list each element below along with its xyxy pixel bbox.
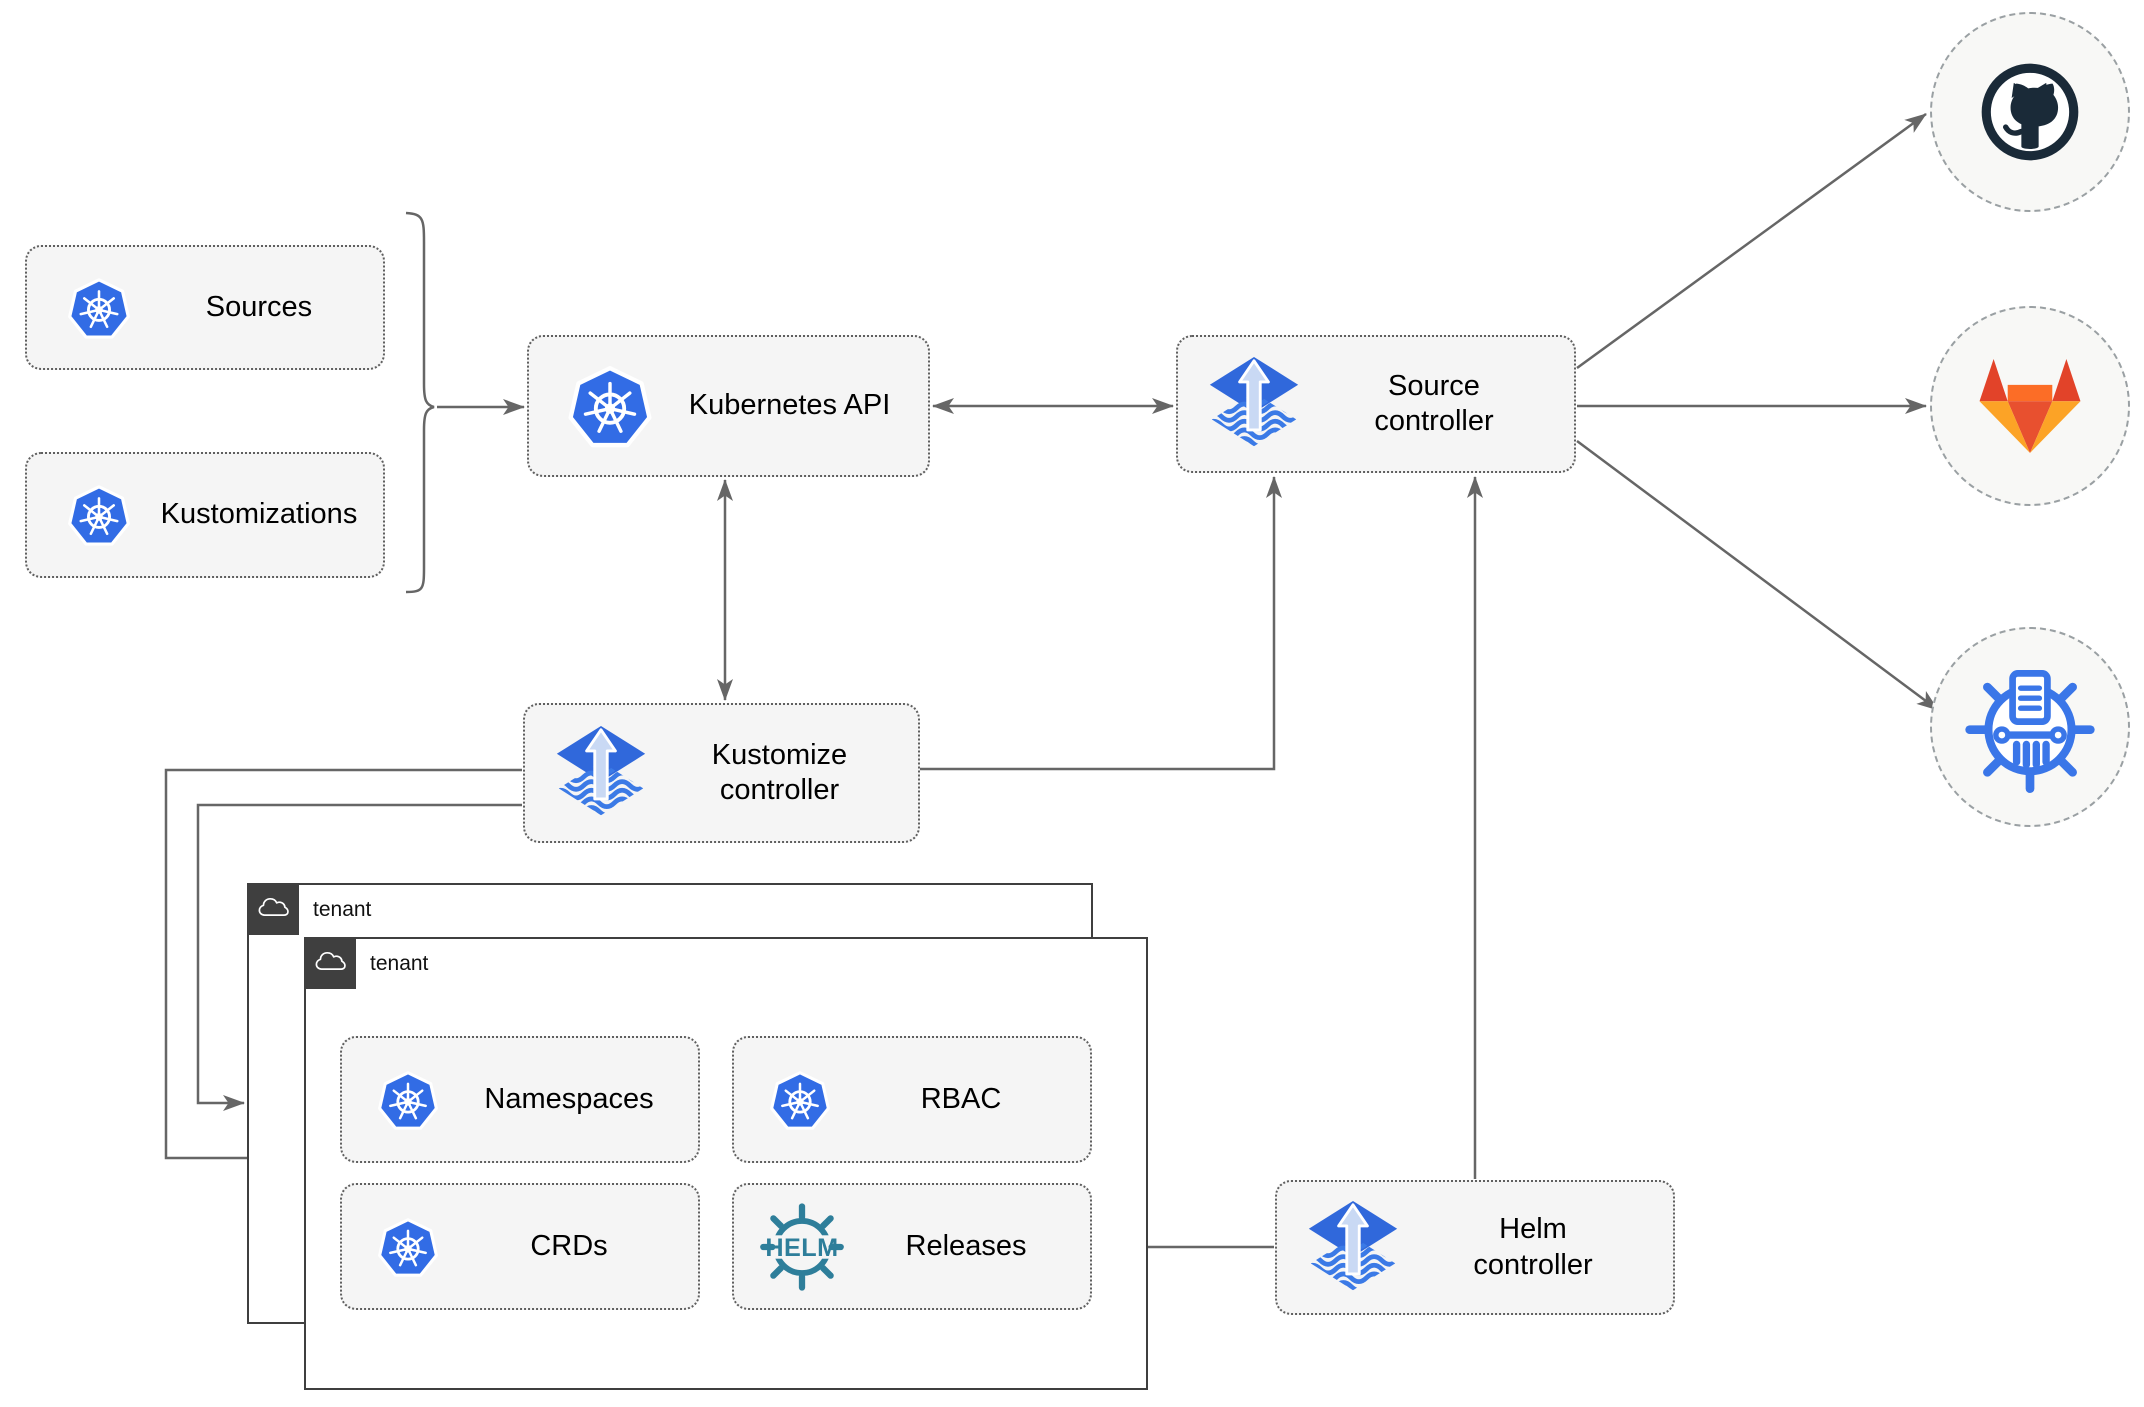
brace-sources-kustomizations	[405, 211, 435, 594]
arrow-kustomize-controller-to-tenant-back	[196, 803, 522, 1111]
kubernetes-icon	[27, 276, 149, 340]
releases-label: Releases	[905, 1229, 1027, 1262]
source-controller-node[interactable]: Source controller	[1176, 335, 1576, 473]
arrow-source-controller-to-github	[1576, 112, 1927, 370]
kustomize-controller-node[interactable]: Kustomize controller	[523, 703, 920, 843]
gitlab-endpoint[interactable]	[1930, 306, 2130, 506]
chart-repository-endpoint[interactable]	[1930, 627, 2130, 827]
kubernetes-api-label: Kubernetes API	[688, 389, 891, 422]
github-icon	[1976, 58, 2084, 166]
kubernetes-icon	[27, 483, 149, 547]
github-endpoint[interactable]	[1930, 12, 2130, 212]
sources-node[interactable]: Sources	[25, 245, 385, 370]
rbac-node[interactable]: RBAC	[732, 1036, 1092, 1163]
namespaces-node[interactable]: Namespaces	[340, 1036, 700, 1163]
kustomizations-node[interactable]: Kustomizations	[25, 452, 385, 578]
tenant-header	[246, 882, 299, 935]
flux-icon	[525, 719, 655, 827]
kubernetes-icon	[342, 1216, 454, 1278]
namespaces-label: Namespaces	[484, 1082, 654, 1115]
kustomizations-label: Kustomizations	[160, 498, 358, 531]
arrow-source-controller-to-chart-repository	[1576, 439, 1939, 712]
flux-icon	[1277, 1194, 1407, 1302]
flux-icon	[1178, 350, 1308, 458]
cloud-icon	[313, 946, 347, 980]
gitlab-icon	[1971, 352, 2089, 460]
kubernetes-icon	[342, 1069, 454, 1131]
tenant-group-front: tenant	[303, 936, 1148, 1390]
cloud-icon	[256, 892, 290, 926]
arrow-kustomize-controller-to-source-controller	[920, 476, 1282, 771]
tenant-label: tenant	[370, 952, 429, 975]
sources-label: Sources	[205, 290, 313, 323]
tenant-header	[303, 936, 356, 989]
kubernetes-icon	[529, 363, 665, 449]
crds-label: CRDs	[530, 1229, 608, 1262]
helm-icon	[734, 1202, 856, 1292]
rbac-label: RBAC	[920, 1082, 1002, 1115]
crds-node[interactable]: CRDs	[340, 1183, 700, 1310]
kustomize-controller-label: Kustomize controller	[711, 738, 848, 806]
kubernetes-api-node[interactable]: Kubernetes API	[527, 335, 930, 477]
kubernetes-icon	[734, 1069, 846, 1131]
chart-repository-icon	[1963, 660, 2097, 794]
helm-controller-label: Helm controller	[1473, 1213, 1593, 1281]
tenant-label: tenant	[313, 898, 372, 921]
source-controller-label: Source controller	[1374, 369, 1494, 437]
releases-node[interactable]: Releases	[732, 1183, 1092, 1310]
helm-controller-node[interactable]: Helm controller	[1275, 1180, 1675, 1315]
arrow-kustomize-controller-to-tenant-front	[164, 768, 522, 1166]
